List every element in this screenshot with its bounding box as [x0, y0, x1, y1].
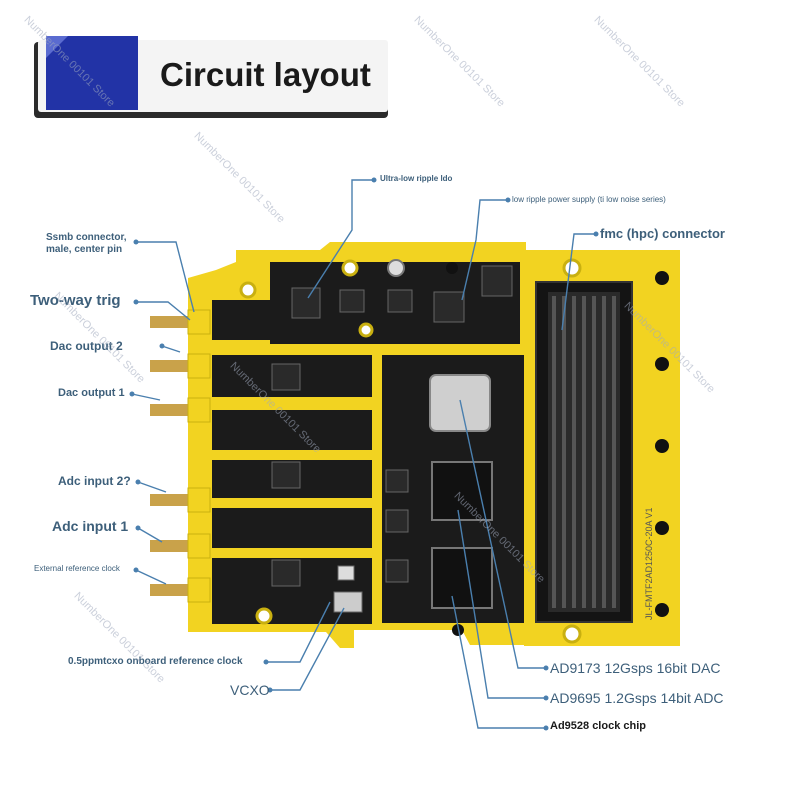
ssmb-label-line1: Ssmb connector, — [46, 232, 127, 243]
external-reference-clock-label: External reference clock — [34, 564, 120, 573]
ad9528-clock-label: Ad9528 clock chip — [550, 720, 646, 732]
vcxo-label: VCXO — [230, 682, 270, 698]
ssmb-connector-label: Ssmb connector, male, center pin — [46, 232, 127, 256]
board-silkscreen: JL-FMTF2AD1250C-20A V1 — [644, 507, 654, 620]
dac-output-2-label: Dac output 2 — [50, 339, 123, 353]
title-banner: Circuit layout — [34, 36, 390, 120]
fmc-connector-label: fmc (hpc) connector — [600, 226, 725, 241]
adc-input-2-label: Adc input 2? — [58, 474, 131, 488]
sma-connectors — [150, 309, 211, 603]
low-ripple-power-supply-label: low ripple power supply (ti low noise se… — [512, 195, 666, 204]
two-way-trig-label: Two-way trig — [30, 292, 121, 309]
ad9173-dac-label: AD9173 12Gsps 16bit DAC — [550, 660, 721, 676]
pcb-board: JL-FMTF2AD1250C-20A V1 — [150, 242, 680, 648]
callout-lines — [131, 179, 596, 729]
adc-input-1-label: Adc input 1 — [52, 518, 129, 534]
dac-output-1-label: Dac output 1 — [58, 387, 125, 399]
tcxo-label: 0.5ppmtcxo onboard reference clock — [68, 656, 243, 667]
ad9695-adc-label: AD9695 1.2Gsps 14bit ADC — [550, 690, 724, 706]
banner-fold — [46, 36, 68, 58]
ultra-low-ripple-ldo-label: Ultra-low ripple ldo — [380, 174, 453, 183]
page-title: Circuit layout — [160, 56, 371, 93]
ssmb-label-line2: male, center pin — [46, 244, 123, 255]
callout-dots — [129, 177, 599, 731]
